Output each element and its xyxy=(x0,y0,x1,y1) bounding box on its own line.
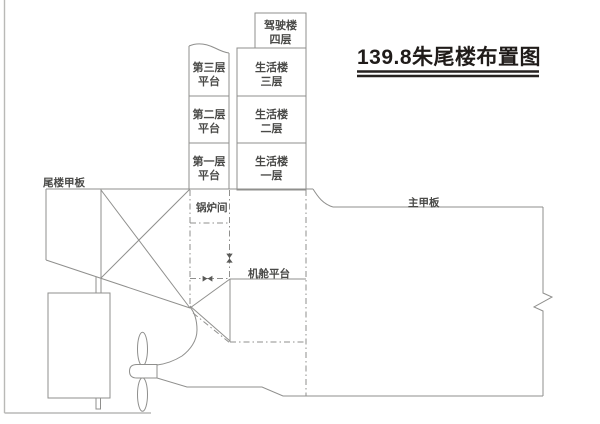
bowtie-datum-icon xyxy=(202,275,213,282)
construction-lines xyxy=(189,190,307,396)
platform-3-label-line2: 平台 xyxy=(198,74,220,88)
shaft-diagonal-centerline xyxy=(192,312,231,344)
counter-slope-line xyxy=(45,259,191,309)
platform-column-break-curve xyxy=(188,43,230,54)
propeller-blade-lower xyxy=(137,377,148,412)
accommodation-2-label-line1: 生活楼 xyxy=(255,107,288,121)
drawing-labels: 尾楼甲板 锅炉间 机舱平台 主甲板 xyxy=(43,176,440,280)
accommodation-column xyxy=(236,47,307,191)
platform-1-label-line2: 平台 xyxy=(198,168,220,182)
accommodation-1-label-line1: 生活楼 xyxy=(255,154,288,168)
poop-deck-label: 尾楼甲板 xyxy=(43,176,85,189)
accommodation-3-label-line1: 生活楼 xyxy=(255,60,288,74)
stern-frame-diagonal-lower xyxy=(189,305,231,342)
platform-1-label-line1: 第一层 xyxy=(193,154,226,168)
rudder-blade xyxy=(47,292,111,399)
accommodation-2-label-line2: 二层 xyxy=(261,122,283,135)
drawing-title: 139.8朱尾楼布置图 xyxy=(357,45,541,69)
hourglass-datum-icon xyxy=(226,253,233,263)
brace-diagonal-2 xyxy=(100,188,191,279)
superstructure xyxy=(188,12,307,191)
title-block: 139.8朱尾楼布置图 xyxy=(357,45,541,78)
hull-profile xyxy=(45,188,554,397)
superstructure-labels: 驾驶楼 四层 生活楼 三层 生活楼 二层 生活楼 一层 第三层 平台 第二层 平… xyxy=(193,18,298,182)
bridge-deck-label-line1: 驾驶楼 xyxy=(263,18,297,32)
hull-bottom-line xyxy=(156,377,543,397)
stern-frame-diagonal-upper xyxy=(189,278,231,309)
drafting-symbols xyxy=(202,253,233,282)
propeller-icon xyxy=(128,331,158,412)
platform-3-label-line1: 第三层 xyxy=(193,60,226,74)
propeller-blade-upper xyxy=(137,331,148,367)
bridge-deck-label-line2: 四层 xyxy=(270,33,292,46)
main-deck-label: 主甲板 xyxy=(408,196,440,209)
accommodation-3-label-line2: 三层 xyxy=(261,75,283,88)
platform-2-label-line1: 第二层 xyxy=(193,107,226,121)
rudder xyxy=(47,277,111,410)
engine-room-structure xyxy=(189,278,306,342)
platform-2-label-line2: 平台 xyxy=(198,121,220,135)
propeller-boss xyxy=(128,364,158,379)
sheet-border xyxy=(3,0,151,414)
propeller-aperture-curve xyxy=(156,306,198,366)
deck-ramp-curve xyxy=(312,188,334,208)
boiler-room-label: 锅炉间 xyxy=(196,201,228,214)
hull-break-edge xyxy=(532,207,554,396)
engine-platform-label: 机舱平台 xyxy=(248,267,290,280)
brace-diagonal-1 xyxy=(100,189,191,309)
accommodation-1-label-line2: 一层 xyxy=(261,169,283,182)
rudder-heel-pintle xyxy=(95,397,101,410)
